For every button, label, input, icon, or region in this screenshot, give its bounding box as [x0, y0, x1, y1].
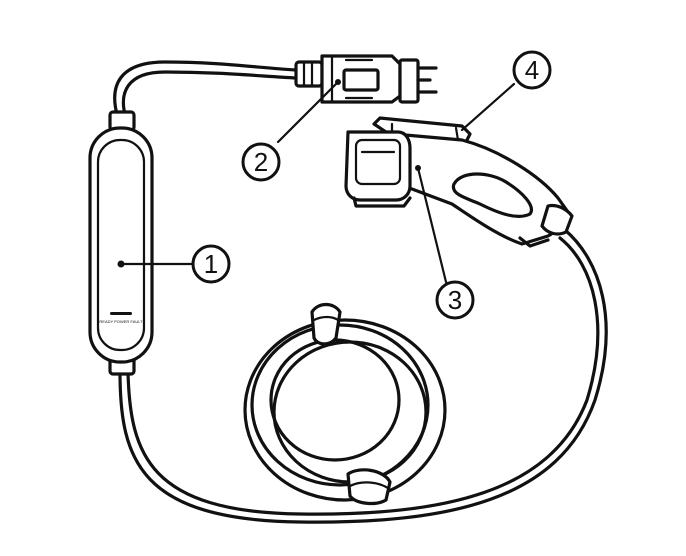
control-box-pointer-dot — [117, 260, 125, 268]
coil-strap-top — [310, 302, 342, 346]
callout-3: 3 — [435, 280, 475, 320]
callout-4-number: 4 — [525, 55, 539, 85]
callout-2: 2 — [241, 142, 281, 182]
indicator-bar — [110, 312, 132, 315]
coil-strap-bottom — [346, 468, 392, 506]
wall-plug — [294, 54, 438, 104]
leader-4 — [460, 82, 516, 132]
charging-connector — [344, 116, 574, 248]
callout-3-number: 3 — [448, 285, 462, 315]
cable-lower-loop-inner — [126, 236, 600, 516]
callout-2-number: 2 — [254, 147, 268, 177]
control-box: READY POWER FAULT — [88, 110, 154, 376]
callout-4: 4 — [512, 50, 552, 90]
leader-2-dot — [335, 79, 341, 85]
leader-3 — [416, 166, 448, 284]
cable-coil — [243, 318, 447, 502]
indicator-text: READY POWER FAULT — [99, 319, 143, 324]
cable-upper — [113, 60, 298, 120]
callout-1-number: 1 — [204, 249, 218, 279]
cable-lower-loop — [118, 228, 608, 524]
callout-1: 1 — [191, 244, 231, 284]
leader-3-dot — [415, 165, 421, 171]
cable-upper-inner — [121, 70, 298, 120]
leader-2 — [276, 80, 340, 144]
